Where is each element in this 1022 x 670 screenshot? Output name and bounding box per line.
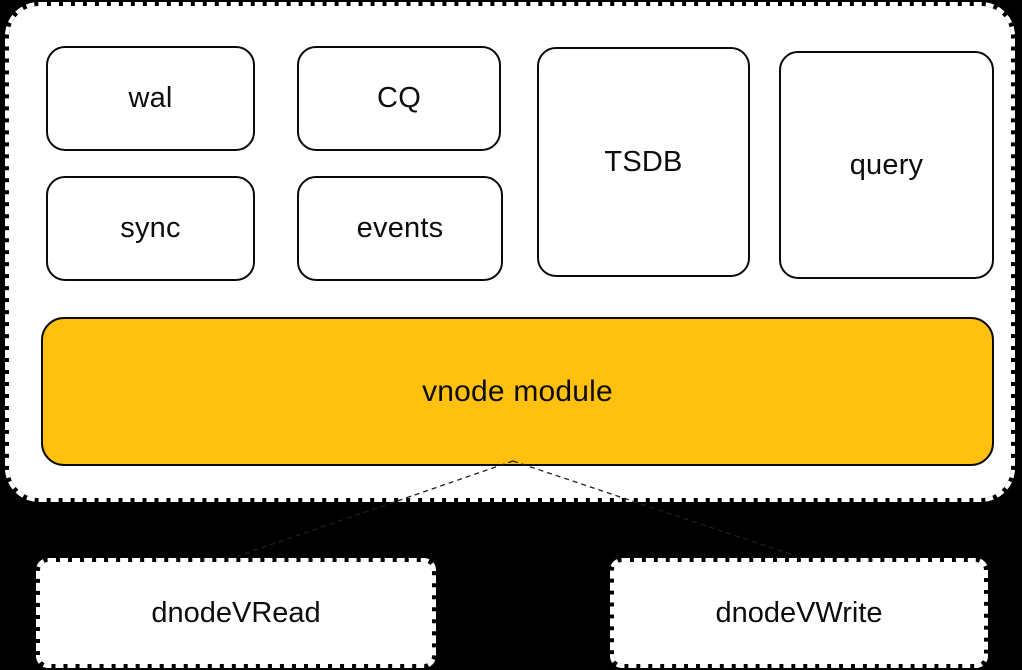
module-box-events: events bbox=[297, 176, 503, 281]
dnode-vread-label: dnodeVRead bbox=[151, 596, 321, 629]
vnode-container-box: wal CQ sync events TSDB query vnode modu… bbox=[5, 2, 1015, 502]
module-label-query: query bbox=[849, 148, 924, 181]
dnode-vread-box: dnodeVRead bbox=[36, 558, 436, 668]
module-label-sync: sync bbox=[120, 212, 181, 244]
vnode-module-label: vnode module bbox=[422, 374, 613, 408]
dnode-vwrite-box: dnodeVWrite bbox=[610, 558, 988, 668]
module-box-cq: CQ bbox=[297, 46, 501, 151]
module-label-cq: CQ bbox=[377, 82, 421, 114]
module-label-wal: wal bbox=[128, 82, 173, 114]
module-box-sync: sync bbox=[46, 176, 255, 281]
module-box-query: query bbox=[779, 51, 994, 279]
module-box-wal: wal bbox=[46, 46, 255, 151]
dnode-vwrite-label: dnodeVWrite bbox=[715, 596, 883, 629]
vnode-module-box: vnode module bbox=[41, 317, 994, 466]
module-box-tsdb: TSDB bbox=[537, 47, 750, 277]
module-label-events: events bbox=[356, 212, 444, 244]
module-label-tsdb: TSDB bbox=[604, 145, 683, 178]
